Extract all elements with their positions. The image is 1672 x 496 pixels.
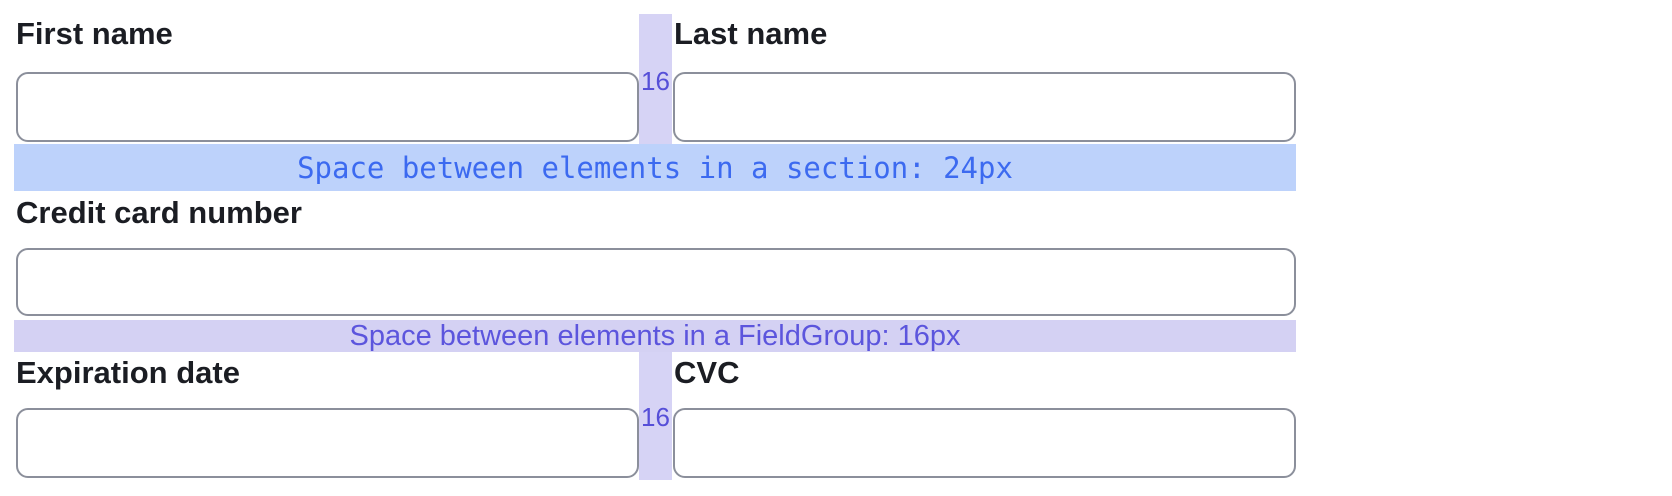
expiration-date-label: Expiration date <box>16 355 240 390</box>
card-number-label: Credit card number <box>16 195 302 230</box>
fieldgroup-spacing-band: Space between elements in a FieldGroup: … <box>14 320 1296 352</box>
cvc-label: CVC <box>674 355 740 390</box>
expiration-date-input[interactable] <box>16 408 639 478</box>
column-gap-highlight-top <box>639 14 672 144</box>
card-number-input[interactable] <box>16 248 1296 316</box>
column-gap-highlight-bottom <box>639 352 672 480</box>
fieldgroup-spacing-text: Space between elements in a FieldGroup: … <box>349 319 961 352</box>
column-gap-value-bottom: 16 <box>641 402 670 432</box>
section-spacing-band: Space between elements in a section: 24p… <box>14 144 1296 191</box>
first-name-input[interactable] <box>16 72 639 142</box>
column-gap-value-top: 16 <box>641 66 670 96</box>
first-name-label: First name <box>16 16 173 51</box>
last-name-label: Last name <box>674 16 828 51</box>
section-spacing-text: Space between elements in a section: 24p… <box>297 150 1013 185</box>
last-name-input[interactable] <box>673 72 1296 142</box>
cvc-input[interactable] <box>673 408 1296 478</box>
